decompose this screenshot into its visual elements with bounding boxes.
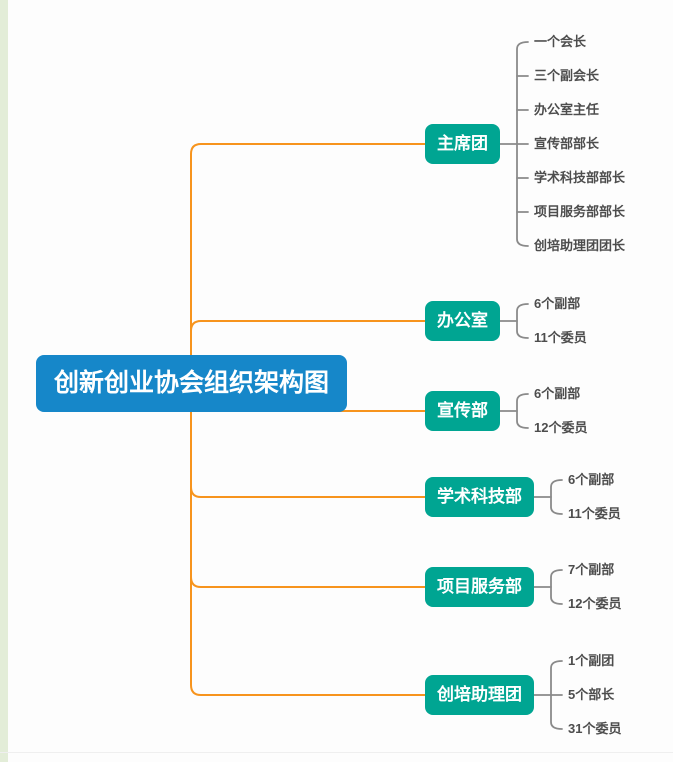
leaf-topic[interactable]: 项目服务部部长 [534, 204, 626, 219]
branch-connector [190, 576, 426, 588]
leaf-topic[interactable]: 12个委员 [534, 420, 588, 435]
leaf-topic[interactable]: 6个副部 [568, 472, 615, 487]
leaf-topic[interactable]: 宣传部部长 [534, 136, 600, 151]
leaf-topic[interactable]: 5个部长 [568, 687, 615, 702]
branch-connector [190, 486, 426, 498]
branch-topic-3[interactable]: 学术科技部 [425, 477, 534, 517]
trunk-connector [190, 143, 426, 696]
branch-connector [190, 320, 426, 332]
leaf-topic[interactable]: 办公室主任 [534, 102, 600, 117]
branch-topic-1[interactable]: 办公室 [425, 301, 500, 341]
leaf-topic[interactable]: 11个委员 [568, 506, 621, 521]
leaf-spine [516, 393, 529, 429]
branch-topic-0[interactable]: 主席团 [425, 124, 500, 164]
leaf-topic[interactable]: 7个副部 [568, 562, 615, 577]
leaf-spine [516, 303, 529, 339]
leaf-spine [550, 479, 563, 515]
leaf-topic[interactable]: 31个委员 [568, 721, 622, 736]
leaf-topic[interactable]: 创培助理团团长 [534, 238, 626, 253]
canvas-bottom-edge [0, 752, 673, 753]
branch-topic-2[interactable]: 宣传部 [425, 391, 500, 431]
leaf-topic[interactable]: 6个副部 [534, 386, 581, 401]
leaf-topic[interactable]: 11个委员 [534, 330, 587, 345]
leaf-topic[interactable]: 一个会长 [534, 34, 587, 49]
leaf-topic[interactable]: 6个副部 [534, 296, 581, 311]
leaf-topic[interactable]: 学术科技部部长 [534, 170, 626, 185]
leaf-spine [550, 569, 563, 605]
leaf-topic[interactable]: 12个委员 [568, 596, 622, 611]
canvas-left-gutter [0, 0, 8, 762]
leaf-topic[interactable]: 1个副团 [568, 653, 615, 668]
leaf-topic[interactable]: 三个副会长 [534, 68, 600, 83]
root-topic[interactable]: 创新创业协会组织架构图 [36, 355, 347, 412]
branch-topic-5[interactable]: 创培助理团 [425, 675, 534, 715]
branch-topic-4[interactable]: 项目服务部 [425, 567, 534, 607]
